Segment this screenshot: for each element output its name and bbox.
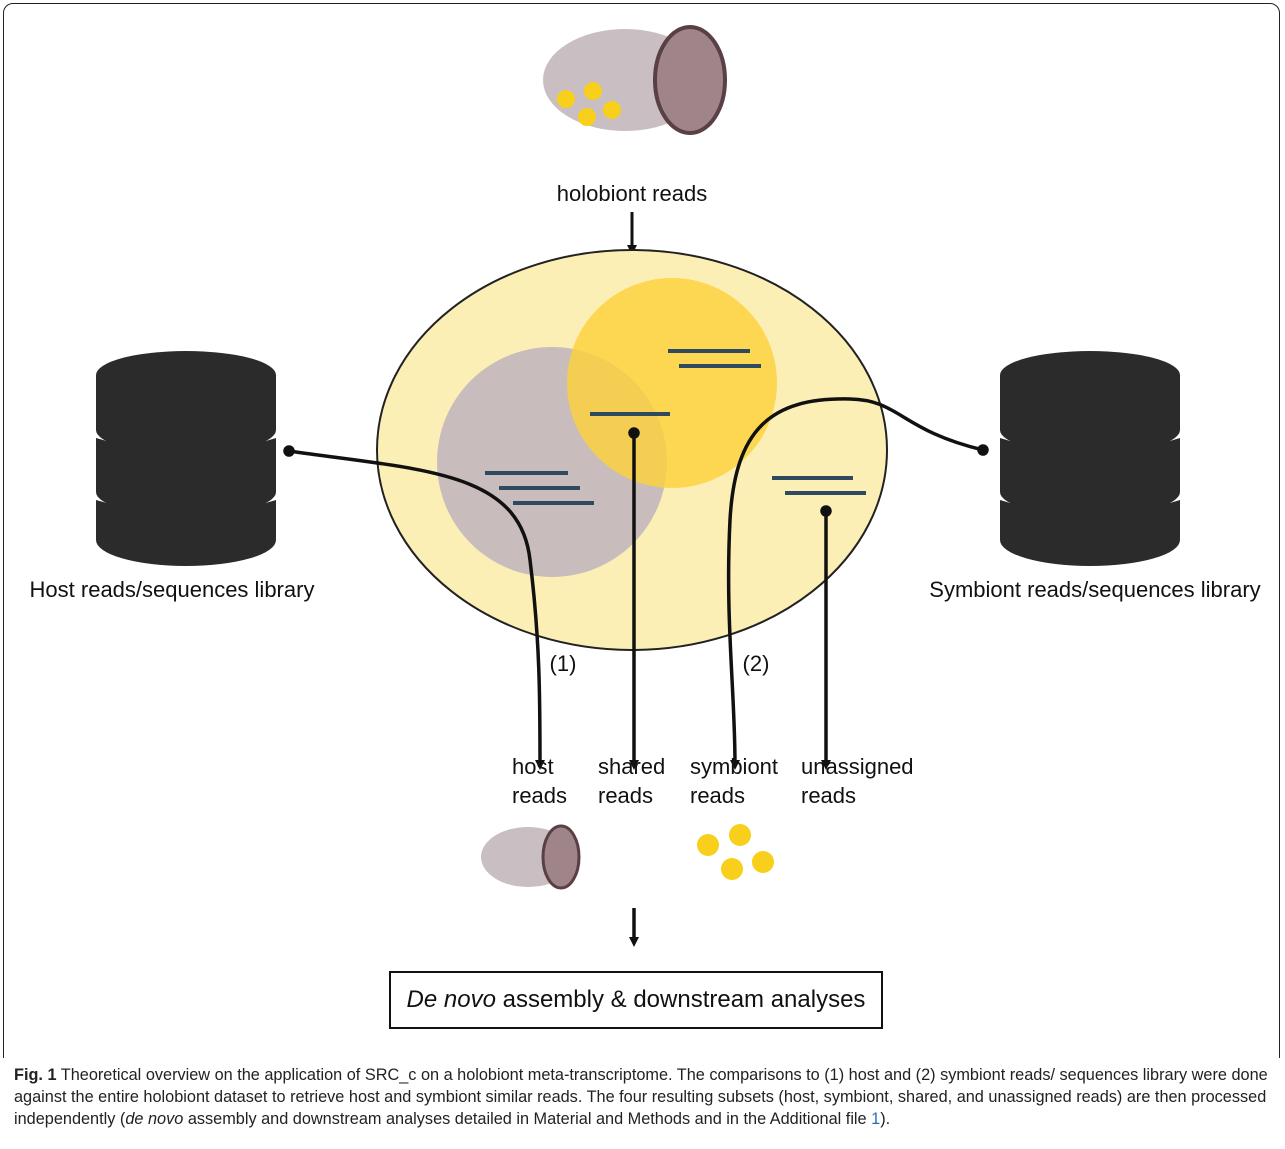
unassigned-connector-dot [820,505,832,517]
assembly-italic: De novo [406,986,496,1013]
host-library-label: Host reads/sequences library [30,577,315,602]
figure-caption: Fig. 1 Theoretical overview on the appli… [14,1064,1272,1130]
shared-connector-dot [628,427,640,439]
step-2-label: (2) [743,651,770,676]
host-reads-cylinder-icon [481,824,581,890]
caption-text-2: assembly and downstream analyses detaile… [183,1110,872,1128]
assembly-text: assembly & downstream analyses [495,986,866,1013]
unassigned-output-label-2: reads [801,783,856,808]
shared-output-label: shared [598,754,665,779]
host-database-icon [96,351,276,566]
caption-text-3: ). [880,1110,891,1128]
holobiont-reads-label: holobiont reads [557,181,707,206]
shared-output-label-2: reads [598,783,653,808]
caption-area [0,1058,1280,1145]
symbiont-output-label-2: reads [690,783,745,808]
caption-text-1: Theoretical overview on the application … [14,1066,1268,1128]
symbiont-output-label: symbiont [690,754,778,779]
symbiont-library-label: Symbiont reads/sequences library [929,577,1260,602]
host-comparison-arrow [288,449,545,770]
read-lines [485,349,866,505]
symbiont-comparison-arrow [726,397,984,770]
workflow-diagram: holobiont reads Host reads/sequences lib… [30,25,1261,947]
symbiont-reads-dots-icon [697,824,774,880]
symbiont-database-icon [1000,351,1180,566]
symbiont-subset-circle [567,278,777,488]
caption-fig-label: Fig. 1 [14,1066,57,1084]
host-output-label: host [512,754,554,779]
step-1-label: (1) [550,651,577,676]
additional-file-link[interactable]: 1 [871,1110,881,1128]
assembly-box: De novo assembly & downstream analyses [389,971,883,1029]
caption-italic: de novo [125,1110,184,1128]
holobiont-cylinder-icon [543,25,727,135]
unassigned-output-label: unassigned [801,754,914,779]
host-output-label-2: reads [512,783,567,808]
